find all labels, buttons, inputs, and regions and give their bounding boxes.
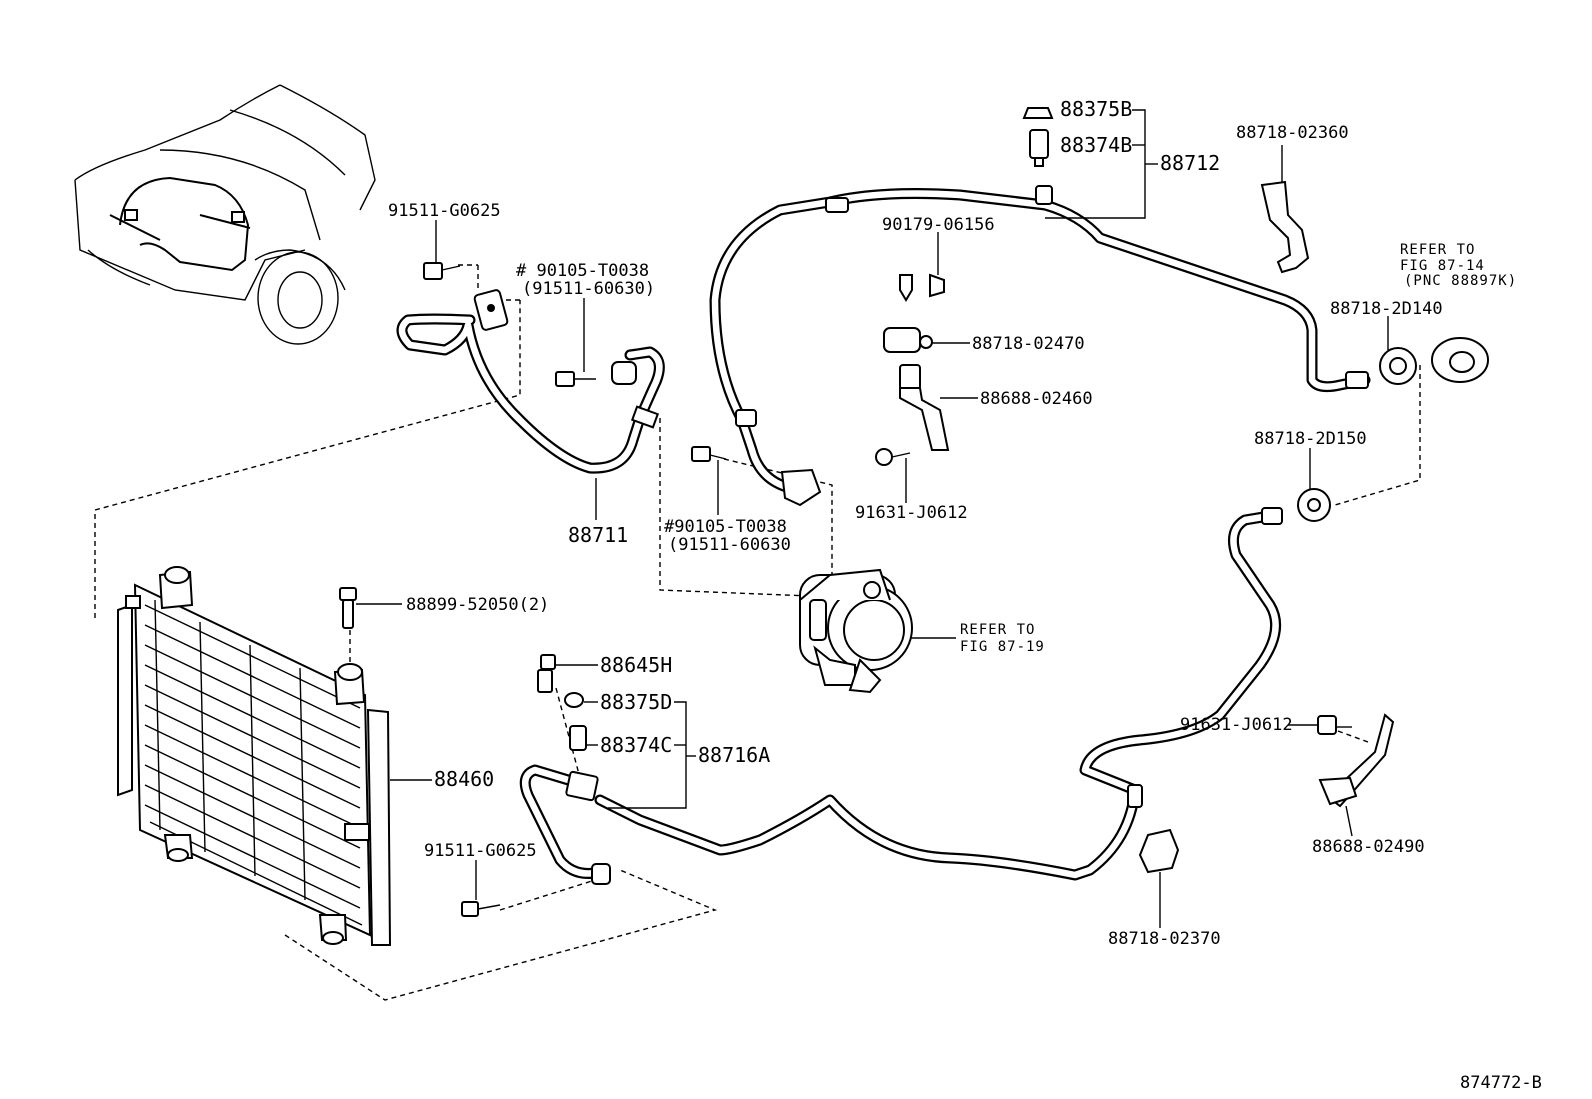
label-91511-60630-a: (91511-60630)	[522, 279, 655, 299]
label-88374c: 88374C	[600, 733, 672, 757]
label-90105-t0038-a: # 90105-T0038	[516, 261, 649, 281]
liquid-pipe-88716a	[594, 509, 1282, 881]
label-90105-t0038-b: #90105-T0038	[664, 517, 787, 537]
label-88899-52050: 88899-52050(2)	[406, 595, 549, 615]
label-91511-g0625-top: 91511-G0625	[388, 201, 501, 221]
condenser	[117, 566, 392, 946]
label-88712: 88712	[1160, 151, 1220, 175]
label-88711: 88711	[568, 523, 628, 547]
label-88688-02490: 88688-02490	[1312, 837, 1425, 857]
figure-id: 874772-B	[1460, 1073, 1542, 1093]
label-88645h: 88645H	[600, 653, 672, 677]
discharge-hose-88711	[396, 313, 665, 474]
label-refer-fig-87-14-line2: FIG 87-14	[1400, 258, 1485, 274]
label-88374b: 88374B	[1060, 133, 1132, 157]
label-91631-j0612-b: 91631-J0612	[1180, 715, 1293, 735]
label-88718-2d140: 88718-2D140	[1330, 299, 1443, 319]
part-labels: 91511-G0625 # 90105-T0038 (91511-60630) …	[388, 97, 1542, 1093]
label-refer-fig-87-19-line2: FIG 87-19	[960, 639, 1045, 655]
label-88375d: 88375D	[600, 690, 672, 714]
label-91511-60630-b: (91511-60630	[668, 535, 791, 555]
leader-lines	[356, 109, 1389, 928]
vehicle-location-sketch	[74, 84, 376, 345]
label-88375b: 88375B	[1060, 97, 1132, 121]
label-91511-g0625-bottom: 91511-G0625	[424, 841, 537, 861]
label-90179-06156: 90179-06156	[882, 215, 995, 235]
compressor	[799, 568, 913, 694]
label-88718-2d150: 88718-2D150	[1254, 429, 1367, 449]
label-refer-fig-87-14-line1: REFER TO	[1400, 242, 1475, 258]
label-88718-02370: 88718-02370	[1108, 929, 1221, 949]
pipes	[396, 188, 1371, 881]
label-refer-fig-87-19-line1: REFER TO	[960, 622, 1035, 638]
small-parts	[339, 107, 1489, 874]
label-91631-j0612-a: 91631-J0612	[855, 503, 968, 523]
label-88718-02360: 88718-02360	[1236, 123, 1349, 143]
label-88688-02460: 88688-02460	[980, 389, 1093, 409]
label-88718-02470: 88718-02470	[972, 334, 1085, 354]
label-refer-fig-87-14-line3: (PNC 88897K)	[1404, 273, 1517, 289]
label-88716a: 88716A	[698, 743, 770, 767]
fittings	[423, 185, 1369, 917]
label-88460: 88460	[434, 767, 494, 791]
